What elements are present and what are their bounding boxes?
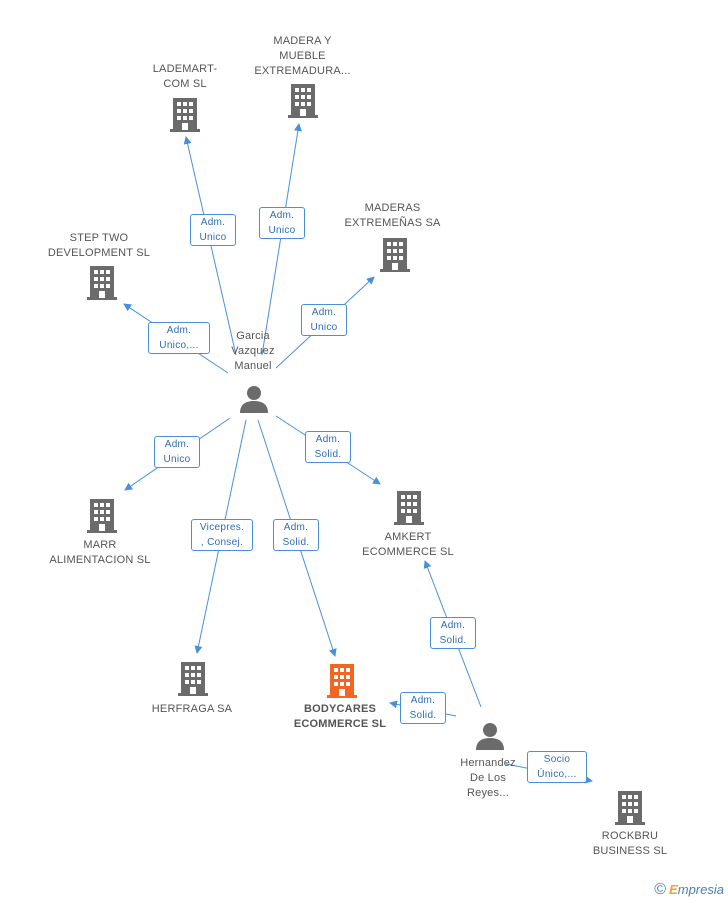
edge-label-role[interactable]: Adm. Unico [259, 207, 305, 239]
edge-label-role[interactable]: Adm. Solid. [305, 431, 351, 463]
person-node-garcia[interactable]: Garcia Vazquez Manuel [215, 329, 291, 413]
building-icon [380, 238, 410, 272]
company-node-lademart[interactable]: LADEMART- COM SL [130, 62, 240, 132]
company-node-madera-mueble[interactable]: MADERA Y MUEBLE EXTREMADURA... [245, 34, 360, 118]
edge-label-role[interactable]: Adm. Unico,... [148, 322, 210, 354]
edge-label-role[interactable]: Vicepres. , Consej. [191, 519, 253, 551]
building-icon [394, 491, 424, 525]
edge-label-role[interactable]: Adm. Solid. [400, 692, 446, 724]
company-name: MARR ALIMENTACION SL [49, 539, 151, 566]
company-node-marr[interactable]: MARR ALIMENTACION SL [40, 499, 160, 568]
edge-label-role[interactable]: Adm. Solid. [273, 519, 319, 551]
company-name: AMKERT ECOMMERCE SL [362, 531, 454, 558]
company-node-step-two[interactable]: STEP TWO DEVELOPMENT SL [40, 231, 158, 300]
building-icon [615, 791, 645, 825]
company-name: ROCKBRU BUSINESS SL [592, 830, 668, 857]
edge-label-role[interactable]: Adm. Unico [301, 304, 347, 336]
edge-line [261, 123, 302, 356]
building-icon [87, 499, 117, 533]
person-node-hernandez[interactable]: Hernandez De Los Reyes... [448, 722, 528, 801]
building-icon [178, 662, 208, 696]
company-node-amkert[interactable]: AMKERT ECOMMERCE SL [352, 491, 464, 560]
company-node-rockbru[interactable]: ROCKBRU BUSINESS SL [578, 791, 682, 859]
edge-label-role[interactable]: Adm. Unico [154, 436, 200, 468]
company-name: MADERA Y MUEBLE EXTREMADURA... [254, 35, 351, 77]
person-name: Hernandez De Los Reyes... [460, 757, 516, 799]
company-name: MADERAS EXTREMEÑAS SA [344, 202, 441, 229]
building-icon [327, 664, 357, 698]
brand-logo-text: mpresia [677, 882, 724, 897]
company-name: HERFRAGA SA [151, 703, 233, 715]
person-icon [240, 386, 268, 413]
company-node-maderas-extremenas[interactable]: MADERAS EXTREMEÑAS SA [335, 201, 450, 272]
edge-label-role[interactable]: Adm. Solid. [430, 617, 476, 649]
company-node-herfraga[interactable]: HERFRAGA SA [140, 662, 244, 717]
company-node-bodycares[interactable]: BODYCARES ECOMMERCE SL [284, 664, 396, 732]
company-name: LADEMART- COM SL [152, 63, 218, 90]
building-icon [288, 84, 318, 118]
edge-label-role[interactable]: Adm. Unico [190, 214, 236, 246]
brand-footer[interactable]: ©Empresia [654, 881, 724, 899]
person-name: Garcia Vazquez Manuel [231, 330, 275, 372]
edge-label-role[interactable]: Socio Único,... [527, 751, 587, 783]
company-name: STEP TWO DEVELOPMENT SL [47, 232, 151, 259]
building-icon [170, 98, 200, 132]
edge-line [183, 136, 237, 356]
company-name: BODYCARES ECOMMERCE SL [293, 703, 387, 730]
person-icon [476, 723, 504, 750]
copyright-icon: © [654, 881, 667, 898]
brand-logo-initial: E [669, 882, 678, 897]
building-icon [87, 266, 117, 300]
